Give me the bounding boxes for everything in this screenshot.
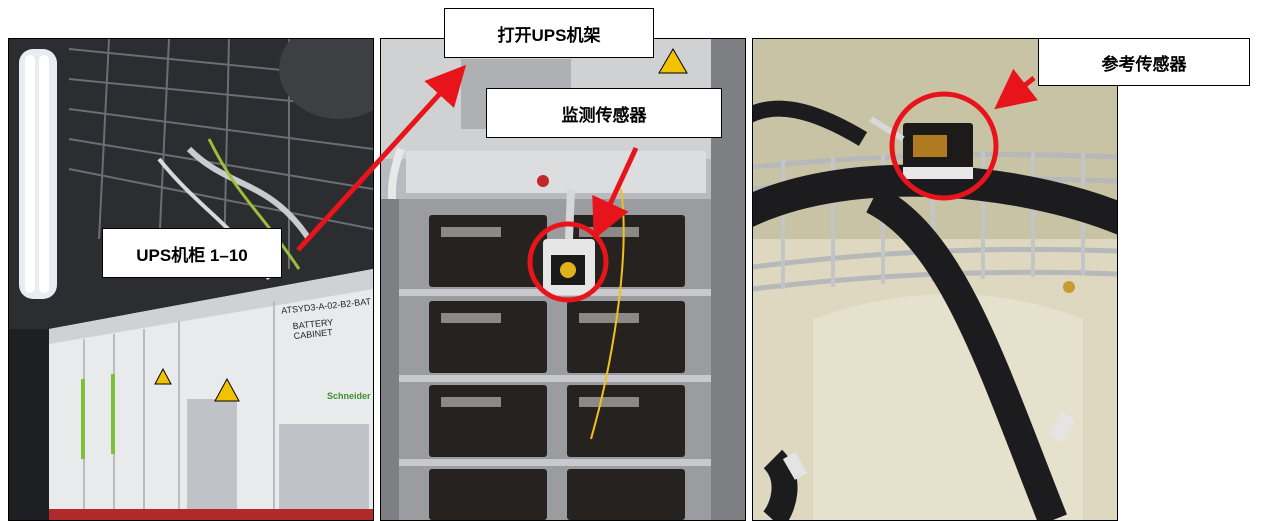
callout-open-ups-rack: 打开UPS机架 <box>444 8 654 58</box>
callout-monitor-sensor: 监测传感器 <box>486 88 722 138</box>
photo-battery-cabinets: ATSYD3-A-02-B2-BAT BATTERY CABINET Schne… <box>8 38 374 521</box>
callout-ups-rack: UPS机柜 1–10 <box>102 228 282 278</box>
callout-reference-sensor: 参考传感器 <box>1038 38 1250 86</box>
brand-label: Schneider <box>327 391 371 401</box>
photo-reference-sensor <box>752 38 1118 521</box>
